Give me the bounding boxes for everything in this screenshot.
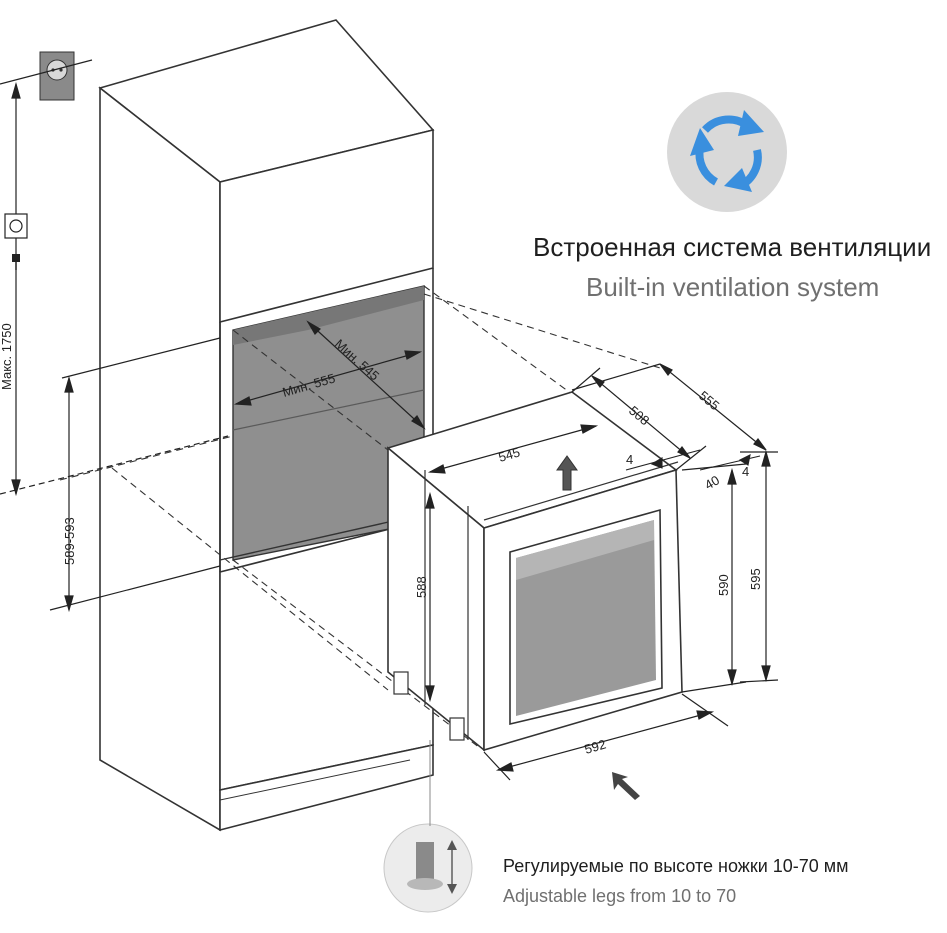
lift-arrow-icon (556, 455, 578, 491)
appliance-legs (393, 671, 465, 741)
niche-depth-dimension (306, 320, 426, 430)
height-588-dimension (425, 491, 435, 703)
gap-left-label: 4 (626, 452, 633, 467)
front-width-label: 592 (583, 736, 608, 756)
rotating-arrows-icon (667, 92, 787, 212)
height-588-label: 588 (414, 576, 429, 598)
glass-door (509, 508, 663, 726)
height-595-label: 595 (748, 568, 763, 590)
projection-lines (59, 285, 661, 749)
front-width-dimension (483, 693, 729, 781)
depth-508-dimension (571, 367, 707, 471)
depth-508-label: 508 (626, 403, 652, 428)
front-arrow-icon (612, 772, 640, 800)
depth-555-dimension (571, 363, 767, 451)
height-595-dimension (739, 449, 779, 683)
niche-width-dimension (233, 350, 423, 406)
niche-height-dimension (49, 337, 221, 613)
ventilation-label-en: Built-in ventilation system (586, 272, 880, 302)
legs-label-en: Adjustable legs from 10 to 70 (503, 886, 737, 906)
door-width-label: 40 (702, 472, 722, 492)
kitchen-cabinet (98, 19, 435, 832)
depth-555-label: 555 (696, 388, 722, 413)
ventilation-label-ru: Встроенная система вентиляции (533, 232, 932, 262)
socket-icon (39, 51, 75, 101)
max-height-label: Макс. 1750 (0, 323, 14, 390)
gap-right-label: 4 (742, 464, 749, 479)
height-590-label: 590 (716, 574, 731, 596)
height-590-dimension (681, 463, 747, 693)
legs-label-ru: Регулируемые по высоте ножки 10-70 мм (503, 856, 849, 876)
appliance-width-label: 545 (497, 444, 522, 464)
appliance-width-dimension (427, 424, 599, 474)
adjustable-leg-icon (383, 740, 473, 913)
plug-icon (4, 213, 28, 270)
max-height-dimension (0, 59, 229, 497)
cabinet-niche (219, 268, 434, 572)
niche-height-label: 589-593 (62, 517, 77, 565)
